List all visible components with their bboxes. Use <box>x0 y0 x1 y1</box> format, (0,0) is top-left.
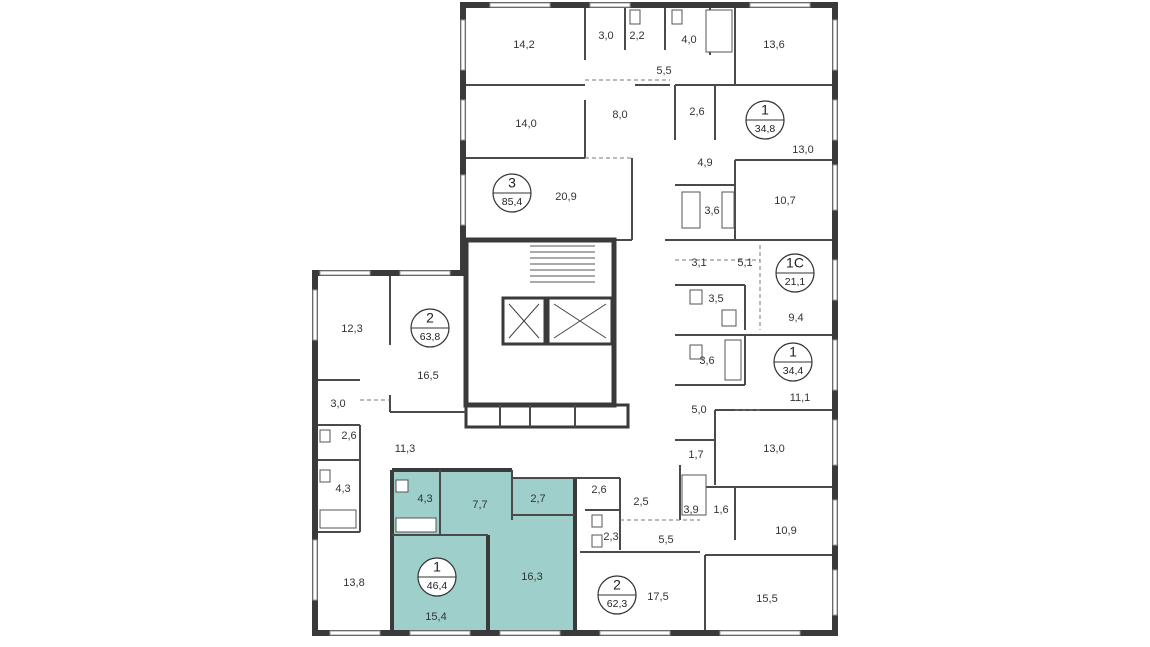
unit-number: 1С <box>786 255 804 271</box>
room-area: 14,2 <box>513 39 534 51</box>
unit-number: 1 <box>789 344 797 360</box>
room-area: 9,4 <box>788 312 803 324</box>
room-area: 3,6 <box>704 205 719 217</box>
room-labels: 14,2 3,0 2,2 4,0 13,6 5,5 14,0 8,0 2,6 1… <box>330 30 813 623</box>
bathroom-fixtures <box>319 9 742 548</box>
interior-walls <box>318 8 832 632</box>
unit-area: 62,3 <box>607 598 628 610</box>
room-area: 2,6 <box>341 430 356 442</box>
room-area: 3,5 <box>708 293 723 305</box>
room-area: 2,2 <box>629 30 644 42</box>
unit-area: 46,4 <box>427 580 448 592</box>
room-area: 2,6 <box>689 106 704 118</box>
unit-number: 2 <box>426 310 434 326</box>
unit-badge[interactable]: 2 63,8 <box>410 308 450 348</box>
room-area: 15,4 <box>425 611 446 623</box>
unit-area: 34,8 <box>755 123 776 135</box>
room-area: 2,3 <box>603 531 618 543</box>
unit-area: 34,4 <box>783 365 804 377</box>
unit-badge[interactable]: 1 34,4 <box>773 342 813 382</box>
room-area: 4,3 <box>335 483 350 495</box>
room-area: 20,9 <box>555 191 576 203</box>
unit-badge[interactable]: 1 46,4 <box>417 557 457 597</box>
room-area: 10,7 <box>774 195 795 207</box>
unit-number: 3 <box>508 175 516 191</box>
unit-area: 85,4 <box>502 196 523 208</box>
room-area: 12,3 <box>341 323 362 335</box>
unit-number: 2 <box>613 577 621 593</box>
unit-badge[interactable]: 1С 21,1 <box>775 253 815 293</box>
room-area: 13,6 <box>763 39 784 51</box>
room-area: 5,5 <box>656 65 671 77</box>
room-area: 4,0 <box>681 34 696 46</box>
room-area: 16,5 <box>417 370 438 382</box>
room-area: 13,0 <box>763 443 784 455</box>
room-area: 13,0 <box>792 144 813 156</box>
unit-number: 1 <box>433 559 441 575</box>
room-area: 2,7 <box>530 493 545 505</box>
windows <box>312 2 838 636</box>
room-area: 2,6 <box>591 484 606 496</box>
room-area: 11,1 <box>790 392 811 404</box>
room-area: 3,9 <box>683 504 698 516</box>
dashed-partitions <box>360 79 761 521</box>
room-area: 1,7 <box>688 449 703 461</box>
unit-badge[interactable]: 1 34,8 <box>745 100 785 140</box>
room-area: 5,0 <box>691 404 706 416</box>
room-area: 5,5 <box>658 534 673 546</box>
unit-area: 21,1 <box>785 276 806 288</box>
unit-badge[interactable]: 2 62,3 <box>597 575 637 615</box>
unit-number: 1 <box>761 102 769 118</box>
room-area: 3,0 <box>598 30 613 42</box>
room-area: 2,5 <box>633 496 648 508</box>
room-area: 4,3 <box>417 493 432 505</box>
room-area: 3,6 <box>699 355 714 367</box>
room-area: 15,5 <box>756 593 777 605</box>
room-area: 16,3 <box>521 571 542 583</box>
room-area: 11,3 <box>395 443 416 455</box>
room-area: 3,1 <box>691 257 706 269</box>
room-area: 17,5 <box>647 591 668 603</box>
room-area: 1,6 <box>713 504 728 516</box>
room-area: 4,9 <box>697 157 712 169</box>
room-area: 8,0 <box>612 109 627 121</box>
unit-badge[interactable]: 3 85,4 <box>492 173 532 213</box>
room-area: 3,0 <box>330 398 345 410</box>
room-area: 14,0 <box>515 118 536 130</box>
room-area: 10,9 <box>775 525 796 537</box>
unit-area: 63,8 <box>420 331 441 343</box>
room-area: 5,1 <box>737 257 752 269</box>
room-area: 13,8 <box>343 577 364 589</box>
room-area: 7,7 <box>472 499 487 511</box>
